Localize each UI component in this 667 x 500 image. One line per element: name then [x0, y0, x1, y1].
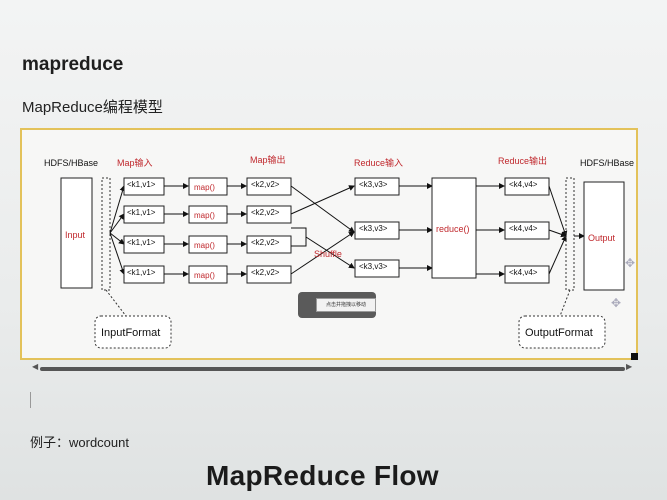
kv2-cell: <k2,v2> — [251, 180, 280, 189]
kv3-cell: <k3,v3> — [359, 180, 388, 189]
hdfs-output-label: HDFS/HBase — [580, 158, 634, 168]
kv1-cell: <k1,v1> — [127, 238, 156, 247]
reduce-box — [431, 177, 477, 279]
map-row-3: <k1,v1> map() <k2,v2> — [123, 235, 292, 254]
reduce-output-title: Reduce输出 — [498, 155, 547, 166]
kv1-cell: <k1,v1> — [127, 268, 156, 277]
input-split-column — [101, 177, 111, 291]
output-box — [583, 181, 625, 291]
kv2-cell: <k2,v2> — [251, 268, 280, 277]
map-row-1: <k1,v1> map() <k2,v2> — [123, 177, 292, 196]
page-title: mapreduce — [22, 54, 124, 75]
section-subtitle: MapReduce编程模型 — [22, 99, 163, 116]
kv4-cell: <k4,v4> — [509, 180, 538, 189]
move-icon[interactable]: ✥ — [625, 256, 636, 270]
kv4-cell: <k4,v4> — [509, 268, 538, 277]
text-cursor — [30, 392, 31, 408]
output-format-label: OutputFormat — [525, 327, 593, 339]
map-function: map() — [194, 241, 215, 250]
example-text: 例子：wordcount — [30, 435, 129, 450]
kv4-cell: <k4,v4> — [509, 224, 538, 233]
scroll-right-arrow-icon[interactable]: ▶ — [626, 362, 633, 371]
resize-handle[interactable] — [631, 353, 638, 360]
kv3-cell: <k3,v3> — [359, 224, 388, 233]
reduce-function: reduce() — [436, 224, 470, 234]
horizontal-scrollbar[interactable] — [40, 367, 625, 371]
kv1-cell: <k1,v1> — [127, 208, 156, 217]
input-format-label: InputFormat — [101, 327, 160, 339]
hdfs-input-label: HDFS/HBase — [44, 158, 98, 168]
kv2-cell: <k2,v2> — [251, 238, 280, 247]
map-input-title: Map输入 — [117, 157, 153, 168]
kv2-cell: <k2,v2> — [251, 208, 280, 217]
map-function: map() — [194, 211, 215, 220]
map-row-2: <k1,v1> map() <k2,v2> — [123, 205, 292, 224]
drag-tooltip-text: 点击并拖拽以移动 — [316, 298, 376, 312]
reduce-input-title: Reduce输入 — [354, 157, 403, 168]
scroll-left-arrow-icon[interactable]: ◀ — [32, 362, 39, 371]
output-format-callout — [518, 315, 606, 349]
kv3-cell: <k3,v3> — [359, 262, 388, 271]
flow-heading: MapReduce Flow — [206, 460, 439, 491]
map-row-4: <k1,v1> map() <k2,v2> — [123, 265, 292, 284]
input-label: Input — [65, 230, 86, 240]
output-label: Output — [588, 233, 616, 243]
map-output-title: Map输出 — [250, 154, 286, 165]
shuffle-label: Shuffle — [314, 249, 342, 259]
input-format-callout — [94, 315, 172, 349]
kv1-cell: <k1,v1> — [127, 180, 156, 189]
reduce-input-cells: <k3,v3> <k3,v3> <k3,v3> — [354, 177, 400, 278]
reduce-output-cells: <k4,v4> <k4,v4> <k4,v4> — [504, 177, 550, 284]
move-icon[interactable]: ✥ — [611, 296, 622, 310]
map-function: map() — [194, 271, 215, 280]
map-function: map() — [194, 183, 215, 192]
output-split-column — [565, 177, 575, 291]
input-box — [60, 177, 93, 289]
